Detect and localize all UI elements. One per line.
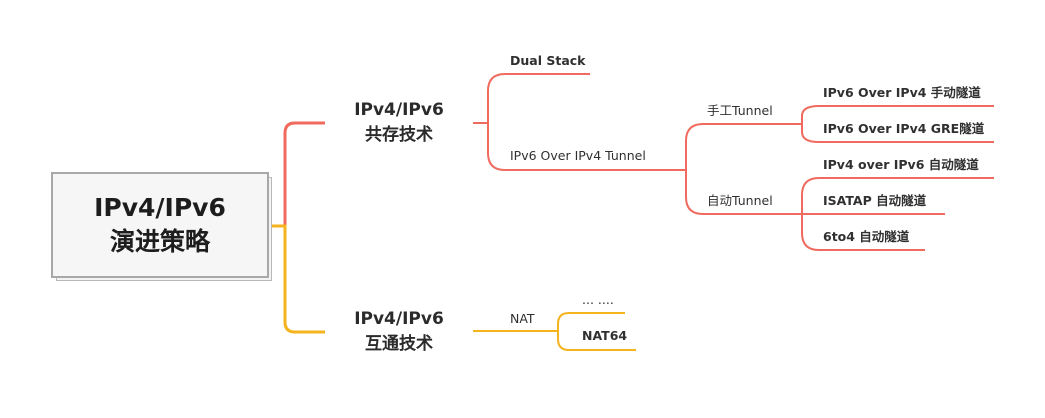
node-auto-item[interactable]: 6to4 自动隧道 bbox=[823, 229, 910, 244]
node-ipv6-over-ipv4-tunnel[interactable]: IPv6 Over IPv4 Tunnel bbox=[510, 148, 646, 163]
connector-root-interop bbox=[272, 224, 325, 334]
node-coexist-line2: 共存技术 bbox=[365, 125, 433, 145]
node-coexist[interactable]: IPv4/IPv6 共存技术 bbox=[319, 98, 479, 148]
node-nat[interactable]: NAT bbox=[510, 311, 535, 326]
node-interop-line2: 互通技术 bbox=[365, 334, 433, 354]
connector-auto-children bbox=[785, 177, 994, 251]
node-auto-item[interactable]: IPv4 over IPv6 自动隧道 bbox=[823, 157, 979, 172]
node-auto-item[interactable]: ISATAP 自动隧道 bbox=[823, 193, 927, 208]
connector-coexist-children bbox=[473, 73, 672, 171]
root-line2: 演进策略 bbox=[109, 227, 210, 256]
connector-root-coexist bbox=[272, 121, 325, 228]
connector-manual-children bbox=[785, 105, 994, 143]
node-nat-child[interactable]: ... .... bbox=[582, 292, 614, 307]
root-line1: IPv4/IPv6 bbox=[94, 193, 226, 222]
node-manual-item[interactable]: IPv6 Over IPv4 GRE隧道 bbox=[823, 121, 985, 136]
node-interop[interactable]: IPv4/IPv6 互通技术 bbox=[319, 307, 479, 357]
node-nat-child[interactable]: NAT64 bbox=[582, 328, 628, 343]
root-node[interactable]: IPv4/IPv6 演进策略 bbox=[51, 172, 269, 278]
node-auto-tunnel[interactable]: 自动Tunnel bbox=[707, 193, 773, 208]
node-manual-item[interactable]: IPv6 Over IPv4 手动隧道 bbox=[823, 85, 981, 100]
node-dual-stack[interactable]: Dual Stack bbox=[510, 53, 586, 68]
connector-nat-children bbox=[557, 312, 636, 351]
node-interop-line1: IPv4/IPv6 bbox=[354, 309, 444, 329]
connector-tunnel-children bbox=[672, 123, 785, 215]
node-manual-tunnel[interactable]: 手工Tunnel bbox=[707, 103, 773, 118]
node-coexist-line1: IPv4/IPv6 bbox=[354, 100, 444, 120]
